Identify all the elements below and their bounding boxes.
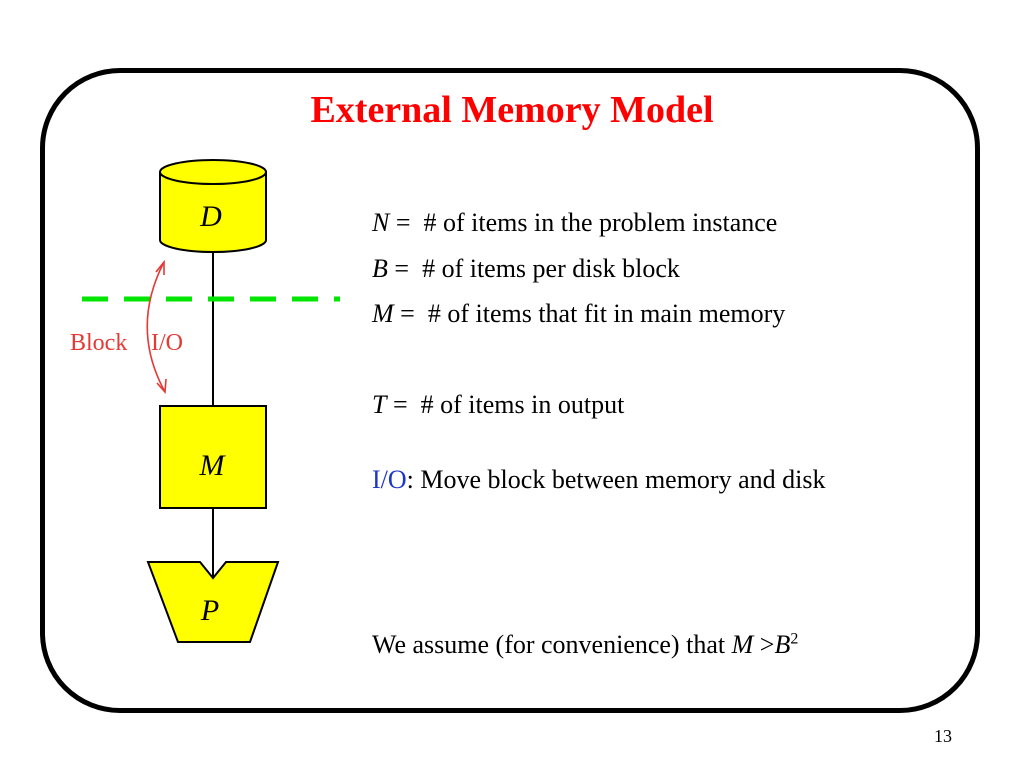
assumption-rhs: B bbox=[774, 630, 791, 659]
symbol-n: N bbox=[372, 208, 390, 237]
io-definition-text: : Move block between memory and disk bbox=[406, 465, 826, 494]
block-io-arrow bbox=[146, 259, 167, 394]
memory-box: M bbox=[159, 405, 267, 509]
disk-label: D bbox=[199, 200, 222, 233]
block-label: Block bbox=[70, 330, 127, 356]
slide-frame bbox=[40, 68, 980, 713]
assumption-prefix: We assume (for convenience) that bbox=[372, 630, 732, 659]
assumption-lhs: M bbox=[731, 630, 754, 659]
processor-shape: P bbox=[146, 561, 280, 643]
symbol-t: T bbox=[372, 390, 387, 419]
definition-n-text: # of items in the problem instance bbox=[423, 208, 778, 237]
slide-title: External Memory Model bbox=[310, 89, 714, 131]
memory-label: M bbox=[199, 449, 227, 482]
processor-label: P bbox=[200, 594, 219, 627]
definition-n: N = # of items in the problem instance bbox=[372, 208, 778, 237]
definition-t: T = # of items in output bbox=[372, 390, 625, 419]
assumption-op: > bbox=[753, 630, 775, 659]
definition-b: B = # of items per disk block bbox=[372, 254, 680, 283]
page-number: 13 bbox=[934, 726, 952, 746]
definition-b-text: # of items per disk block bbox=[422, 254, 680, 283]
io-term: I/O bbox=[372, 465, 407, 494]
io-definition: I/O: Move block between memory and disk bbox=[372, 465, 825, 495]
assumption: We assume (for convenience) that M >B2 bbox=[372, 630, 798, 660]
definition-m-text: # of items that fit in main memory bbox=[427, 299, 786, 328]
symbol-b: B bbox=[372, 254, 388, 283]
assumption-exponent: 2 bbox=[790, 630, 799, 648]
disk-cylinder: D bbox=[159, 159, 267, 253]
io-label: I/O bbox=[151, 330, 183, 356]
definition-t-text: # of items in output bbox=[420, 390, 625, 419]
symbol-m: M bbox=[372, 299, 394, 328]
definition-m: M = # of items that fit in main memory bbox=[372, 299, 786, 328]
